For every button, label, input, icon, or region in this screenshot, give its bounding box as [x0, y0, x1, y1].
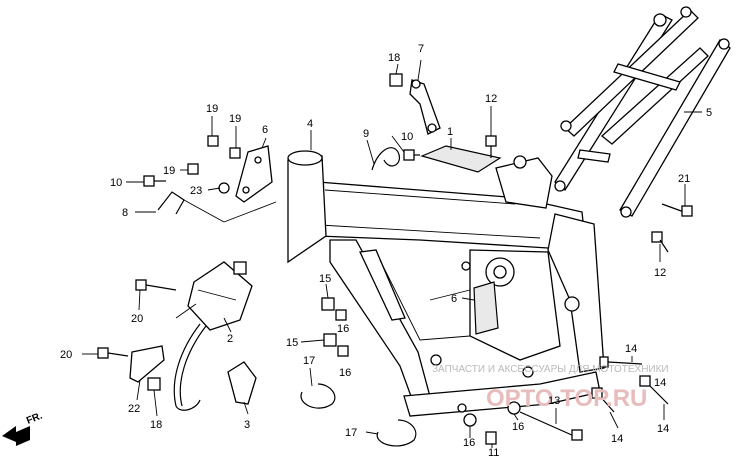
washer-16-c [463, 413, 477, 427]
callout-9: 9 [363, 128, 369, 140]
callout-16-b: 16 [339, 367, 351, 379]
callout-22: 22 [128, 403, 140, 415]
callout-20-bottom: 20 [60, 349, 72, 361]
callout-17-b: 17 [345, 427, 357, 439]
callout-11: 11 [488, 447, 499, 458]
bracket-part-7 [409, 79, 441, 135]
callout-15-b: 15 [286, 337, 298, 349]
clip-part-9 [371, 147, 400, 171]
watermark-text: ЗАПЧАСТИ И АКСЕССУАРЫ ДЛЯ МОТОТЕХНИКИ [432, 364, 669, 375]
callout-6-left: 6 [262, 124, 268, 136]
callout-labels: 1 2 3 4 5 6 6 7 8 9 10 10 11 12 12 13 14… [60, 43, 712, 458]
nut-19-b [229, 147, 241, 159]
callout-16-c: 16 [463, 437, 475, 449]
callout-10-mid: 10 [401, 131, 413, 143]
callout-16-d: 16 [512, 421, 524, 433]
callout-3: 3 [244, 419, 250, 431]
callout-20-top: 20 [131, 313, 143, 325]
clamp-part-8 [157, 191, 185, 215]
callout-10-left: 10 [110, 177, 122, 189]
nut-18-top [389, 73, 403, 87]
nut-16-a [335, 309, 347, 321]
callout-21: 21 [678, 173, 690, 185]
callout-19-b: 19 [229, 113, 241, 125]
nut-16-b [337, 345, 349, 357]
nut-19-c [187, 163, 199, 175]
plug-cap-part-3 [227, 361, 257, 405]
callout-6-right: 6 [451, 293, 457, 305]
band-17-b [376, 419, 417, 447]
bolt-13 [519, 411, 583, 441]
callout-18-bottom: 18 [150, 419, 162, 431]
callout-1: 1 [447, 126, 453, 138]
frame-body [287, 150, 605, 417]
nut-15-b [323, 333, 337, 347]
callout-14-b: 14 [654, 377, 666, 389]
nut-18-bottom [147, 377, 161, 391]
bolt-12-right [651, 231, 669, 253]
bolt-20-top [135, 279, 177, 291]
bolt-14-a [599, 356, 643, 368]
callout-4: 4 [307, 118, 313, 130]
bolt-20-bottom [97, 347, 129, 359]
callout-12-right: 12 [654, 267, 666, 279]
callout-15-a: 15 [319, 273, 331, 285]
bolt-10-left [143, 175, 166, 187]
bolt-10-mid [403, 149, 420, 161]
callout-16-a: 16 [337, 323, 349, 335]
bolt-14-c [591, 387, 615, 413]
callout-12-top: 12 [485, 93, 497, 105]
callout-2: 2 [227, 333, 233, 345]
nut-19-a [207, 135, 219, 147]
watermark-brand: OPTO TOP.RU [486, 385, 647, 412]
rear-subframe [554, 6, 731, 218]
callout-5: 5 [706, 107, 712, 119]
arrow-left-icon [2, 426, 30, 446]
bolt-21 [661, 203, 693, 217]
callout-23: 23 [190, 185, 202, 197]
ignition-coil-part-2 [173, 261, 253, 411]
front-direction-indicator: FR. [2, 410, 44, 446]
callout-7: 7 [418, 43, 424, 55]
callout-19-a: 19 [206, 103, 218, 115]
pad-part-1 [420, 145, 502, 173]
callout-8: 8 [122, 207, 128, 219]
callout-13: 13 [548, 395, 560, 407]
bracket-plate-6-left [235, 145, 273, 203]
callout-18-top: 18 [388, 52, 400, 64]
direction-label: FR. [25, 410, 44, 426]
bolt-14-b [639, 375, 669, 405]
callout-19-c: 19 [163, 165, 175, 177]
callout-17-a: 17 [303, 355, 315, 367]
callout-14-c: 14 [611, 433, 623, 445]
band-17-a [300, 383, 336, 409]
callout-14-d: 14 [657, 423, 669, 435]
leader-lines [82, 59, 702, 448]
washer-23 [218, 182, 230, 194]
nut-15-a [321, 297, 335, 311]
callout-14-a: 14 [625, 343, 637, 355]
stay-part-22 [129, 345, 165, 383]
bolt-11 [485, 431, 497, 445]
